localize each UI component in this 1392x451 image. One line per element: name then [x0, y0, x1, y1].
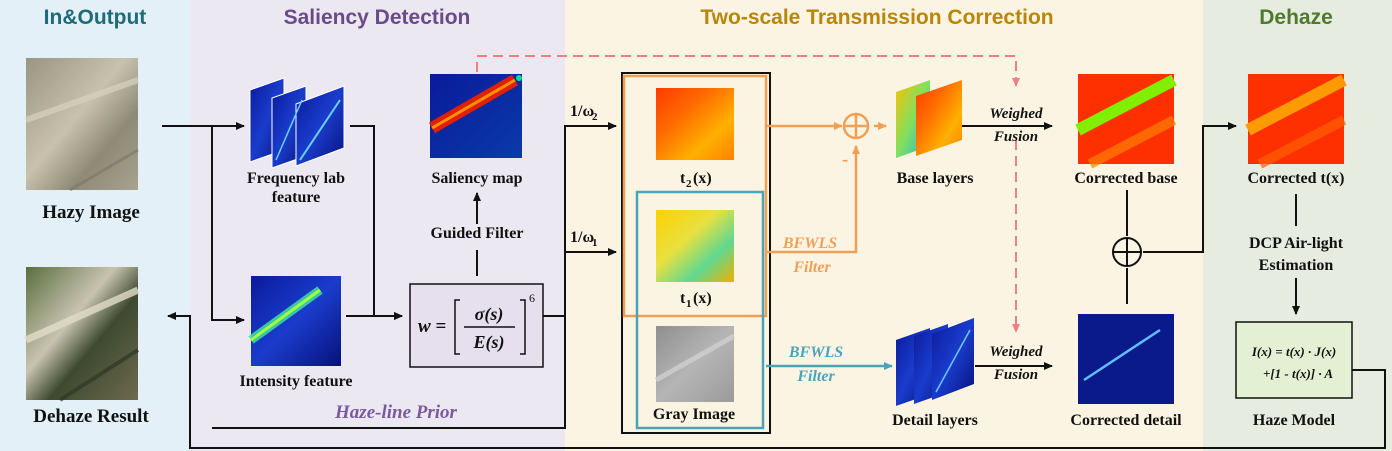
- svg-text:(x): (x): [693, 290, 712, 307]
- corrected-detail-image: [1078, 314, 1174, 404]
- bfwls-bottom-label: BFWLS: [788, 344, 843, 361]
- haze-model-label: Haze Model: [1253, 412, 1336, 429]
- svg-text:t: t: [680, 290, 686, 307]
- corrected-t-label: Corrected t(x): [1248, 170, 1345, 187]
- detail-layers-stack: [896, 318, 974, 406]
- base-layers-label: Base layers: [897, 170, 974, 187]
- haze-line-prior-label: Haze-line Prior: [334, 402, 458, 423]
- dehaze-result-label: Dehaze Result: [33, 406, 149, 427]
- base-layers-stack: [896, 80, 962, 158]
- dcp-label-2: Estimation: [1259, 257, 1334, 274]
- minus-sign: -: [842, 149, 848, 170]
- intensity-label: Intensity feature: [239, 373, 352, 390]
- fusion-top-label: Fusion: [993, 129, 1038, 145]
- header-dehaze: Dehaze: [1259, 6, 1333, 29]
- svg-text:(x): (x): [693, 170, 712, 187]
- weighed-top-label: Weighed: [989, 106, 1043, 122]
- weight-formula-lhs: w =: [418, 316, 446, 337]
- weight-formula-box: w = σ(s) E(s) 6: [409, 283, 544, 368]
- arrow-model-to-result: [167, 312, 1386, 449]
- frequency-feature-stack: [249, 77, 345, 169]
- hazy-image: [24, 58, 140, 192]
- svg-text:2: 2: [592, 111, 598, 123]
- corrected-detail-label: Corrected detail: [1070, 412, 1182, 429]
- svg-text:1/ω: 1/ω: [570, 103, 594, 120]
- filter-top-label: Filter: [792, 259, 831, 276]
- guided-filter-label: Guided Filter: [431, 225, 524, 242]
- sum-node-black: [1112, 237, 1142, 267]
- dcp-label-1: DCP Air-light: [1249, 235, 1344, 252]
- fusion-bottom-label: Fusion: [993, 367, 1038, 383]
- haze-model-box: I(x) = t(x) · J(x) +[1 - t(x)] · A: [1235, 321, 1353, 399]
- arrow-hazy-to-intensity: [211, 126, 245, 324]
- filter-bottom-label: Filter: [796, 368, 835, 385]
- sum-node-orange: [842, 112, 870, 140]
- frequency-label-2: feature: [272, 189, 321, 206]
- svg-text:t: t: [680, 170, 686, 187]
- omega1-label: 1/ω 1: [570, 229, 598, 249]
- svg-text:1: 1: [686, 298, 692, 310]
- corrected-base-label: Corrected base: [1074, 170, 1177, 187]
- omega2-label: 1/ω 2: [570, 103, 598, 123]
- svg-text:2: 2: [686, 178, 692, 190]
- saliency-map-label: Saliency map: [431, 170, 522, 187]
- svg-text:1: 1: [592, 237, 598, 249]
- frequency-label-1: Frequency lab: [247, 170, 345, 187]
- bfwls-top-label: BFWLS: [782, 235, 837, 252]
- t2-image: [656, 88, 734, 160]
- gray-image: [654, 326, 736, 402]
- svg-text:1/ω: 1/ω: [570, 229, 594, 246]
- weight-formula-numerator: σ(s): [475, 304, 504, 325]
- intensity-feature-image: [248, 276, 341, 366]
- haze-formula-line1: I(x) = t(x) · J(x): [1251, 344, 1336, 359]
- connectors: [162, 122, 1386, 449]
- t2-label: t 2 (x): [680, 170, 712, 190]
- haze-line-prior-path: [212, 316, 566, 429]
- teal-group-box: [635, 190, 765, 430]
- detail-layers-label: Detail layers: [892, 412, 978, 429]
- orange-group-box: [622, 74, 768, 318]
- weight-formula-exponent: 6: [529, 291, 535, 305]
- orange-connectors: [766, 122, 887, 254]
- t1-image: [656, 210, 734, 282]
- arrow-sum-to-corrected-t: [1143, 122, 1237, 253]
- corrected-base-image: [1075, 74, 1177, 169]
- header-two-scale: Two-scale Transmission Correction: [700, 6, 1053, 29]
- haze-formula-line2: +[1 - t(x)] · A: [1263, 366, 1333, 381]
- gray-image-label: Gray Image: [653, 406, 735, 423]
- arrow-formula-to-t2: [543, 122, 617, 317]
- header-in-output: In&Output: [44, 6, 147, 29]
- dehaze-result-image: [24, 267, 140, 402]
- saliency-map-image: [428, 74, 522, 158]
- weighed-bottom-label: Weighed: [989, 344, 1043, 360]
- hazy-image-label: Hazy Image: [42, 202, 140, 223]
- t1-label: t 1 (x): [680, 290, 712, 310]
- weight-formula-denominator: E(s): [473, 332, 505, 353]
- line-model-right: [1351, 369, 1386, 428]
- corrected-t-image: [1245, 74, 1347, 169]
- arrow-bfwls-to-sum: [766, 145, 860, 254]
- dashed-saliency-to-fusion-top: [476, 55, 1020, 87]
- header-saliency: Saliency Detection: [284, 6, 471, 29]
